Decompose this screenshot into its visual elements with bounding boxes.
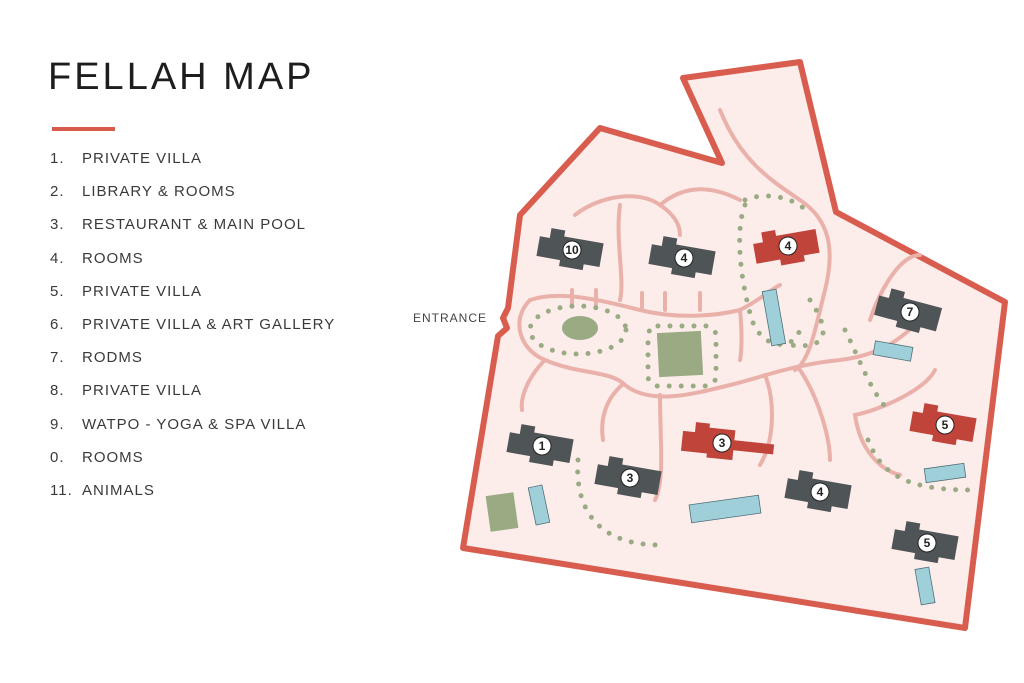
legend-label: ROOMS — [82, 249, 144, 267]
building-number-badge — [532, 436, 552, 456]
pool — [688, 494, 762, 524]
legend-label: ANIMALS — [82, 481, 155, 499]
pool — [872, 340, 914, 362]
legend-number: 0. — [50, 448, 65, 466]
title-underline — [52, 127, 115, 131]
building-number-badge — [917, 533, 937, 553]
legend-item: 1. PRIVATE VILLA — [50, 150, 335, 183]
legend-label: PRIVATE VILLA & ART GALLERY — [82, 315, 336, 333]
legend-item: 8. PRIVATE VILLA — [50, 382, 335, 415]
page-title: FELLAH MAP — [48, 56, 315, 98]
building-number: 4 — [681, 251, 688, 265]
building-number-badge — [674, 248, 694, 268]
building-number-badge — [712, 433, 732, 453]
legend-number: 7. — [50, 349, 65, 367]
legend-number: 8. — [50, 382, 65, 400]
building[interactable]: 7 — [872, 286, 943, 337]
legend-item: 2. LIBRARY & ROOMS — [50, 183, 335, 216]
legend-number: 1. — [50, 150, 65, 167]
building-number: 5 — [924, 536, 931, 550]
building-number-badge — [778, 236, 798, 256]
animal-paddock — [485, 492, 519, 532]
legend-label: WATPO - YOGA & SPA VILLA — [82, 415, 307, 433]
building[interactable]: 4 — [783, 468, 852, 515]
legend-label: LIBRARY & ROOMS — [82, 183, 236, 201]
legend-item: 0. ROOMS — [50, 449, 335, 482]
legend-item: 11. ANIMALS — [50, 482, 335, 515]
building[interactable]: 10 — [535, 226, 604, 273]
legend-number: 2. — [50, 183, 65, 201]
legend-item: 5. PRIVATE VILLA — [50, 283, 335, 316]
legend-item: 9. WATPO - YOGA & SPA VILLA — [50, 416, 335, 449]
legend-label: PRIVATE VILLA — [82, 382, 202, 400]
legend-label: RODMS — [82, 349, 143, 367]
building-number: 3 — [627, 471, 634, 485]
pools — [527, 288, 967, 606]
building-number: 7 — [907, 305, 914, 319]
building-number-badge — [620, 468, 640, 488]
building-number: 10 — [565, 243, 579, 257]
building[interactable]: 3 — [680, 421, 776, 464]
building-number-badge — [900, 302, 920, 322]
building-number-badge — [935, 415, 955, 435]
legend-item: 6. PRIVATE VILLA & ART GALLERY — [50, 316, 335, 349]
legend-number: 6. — [50, 315, 65, 333]
building-number: 4 — [785, 239, 792, 253]
building-number: 3 — [719, 436, 726, 450]
entrance-label: ENTRANCE — [413, 311, 488, 325]
legend-label: RESTAURANT & MAIN POOL — [82, 216, 306, 234]
legend-item: 4. ROOMS — [50, 250, 335, 283]
building-number-badge — [810, 482, 830, 502]
pool — [923, 462, 967, 484]
tree-rows — [527, 193, 973, 548]
legend-label: PRIVATE VILLA — [82, 282, 202, 300]
building[interactable]: 1 — [505, 422, 574, 469]
building-number: 5 — [942, 418, 949, 432]
building-number: 4 — [817, 485, 824, 499]
legend-number: 3. — [50, 216, 65, 234]
legend-number: 5. — [50, 282, 65, 300]
main-lawn — [656, 330, 704, 378]
walking-paths — [517, 108, 937, 502]
building[interactable]: 3 — [593, 454, 662, 501]
building-number-badge — [562, 240, 582, 260]
legend-item: 7. RODMS — [50, 349, 335, 382]
legend-item: 3. RESTAURANT & MAIN POOL — [50, 216, 335, 249]
building-number: 1 — [539, 439, 546, 453]
map-legend: 1. PRIVATE VILLA 2. LIBRARY & ROOMS 3. REST… — [50, 150, 335, 515]
building[interactable]: 4 — [647, 234, 716, 281]
legend-number: 4. — [50, 249, 65, 267]
pool — [914, 566, 936, 606]
legend-label: PRIVATE VILLA — [82, 150, 202, 167]
garden-pond — [562, 316, 598, 340]
pool — [527, 484, 551, 526]
legend-number: 11. — [50, 481, 73, 499]
legend-number: 9. — [50, 415, 65, 433]
building[interactable]: 5 — [908, 401, 977, 448]
pool — [761, 288, 787, 347]
building[interactable]: 5 — [890, 519, 959, 566]
legend-label: ROOMS — [82, 448, 144, 466]
building[interactable]: 4 — [751, 223, 820, 270]
